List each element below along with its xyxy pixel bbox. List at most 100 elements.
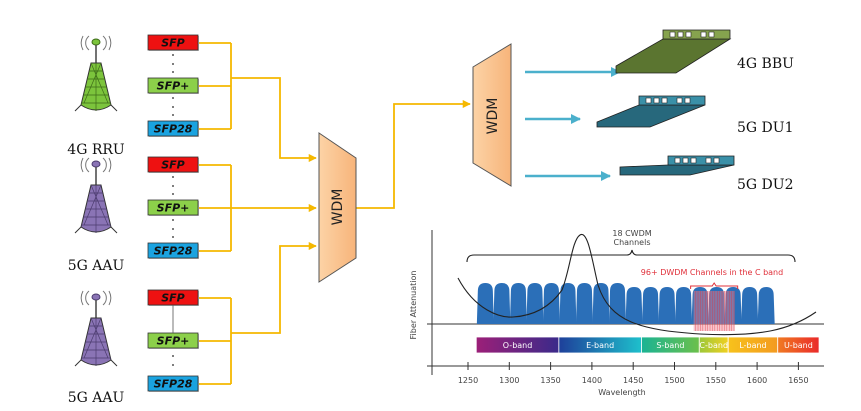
x-tick-label: 1400 xyxy=(582,376,602,385)
lattice-line xyxy=(83,184,102,226)
port-icon xyxy=(676,97,683,104)
port-icon xyxy=(685,31,692,38)
signal-wave-icon xyxy=(80,35,84,51)
baseband-units: 4G BBU 5G DU1 5G DU2 xyxy=(525,29,794,193)
sfp-label: SFP28 xyxy=(154,245,193,258)
sfp-label: SFP28 xyxy=(154,123,193,136)
dwdm-annotation: 96+ DWDM Channels in the C band xyxy=(641,268,783,277)
sfp-box xyxy=(147,120,199,137)
ellipsis-dot xyxy=(172,106,174,108)
wdm-mux-label: WDM xyxy=(330,189,346,226)
x-tick-label: 1550 xyxy=(706,376,726,385)
ellipsis-dot xyxy=(172,176,174,178)
wdm-demux-label: WDM xyxy=(485,98,501,135)
cwdm-channel xyxy=(757,287,775,324)
band-segment: C-band xyxy=(698,336,729,354)
baseband-unit[interactable]: 5G DU2 xyxy=(619,155,793,193)
x-tick-label: 1250 xyxy=(458,376,478,385)
tower-icon xyxy=(74,157,118,234)
fiber-links xyxy=(199,42,471,385)
signal-wave-icon xyxy=(108,290,112,306)
sfp-module[interactable]: SFP28 xyxy=(147,375,199,392)
sfp-label: SFP28 xyxy=(154,378,193,391)
tower-leg xyxy=(74,226,82,234)
cwdm-channel xyxy=(575,283,593,324)
cwdm-annotation-line: Channels xyxy=(613,238,650,247)
wdm-mux-shape xyxy=(318,132,357,283)
port-icon xyxy=(708,31,715,38)
radio-unit-group: 5G AAU SFP SFP+ SFP28 xyxy=(68,289,199,406)
ellipsis-dot xyxy=(172,54,174,56)
cwdm-channel xyxy=(476,283,494,324)
sfp-module[interactable]: SFP28 xyxy=(147,120,199,137)
baseband-unit-label: 5G DU2 xyxy=(737,177,793,193)
sfp-module[interactable]: SFP+ xyxy=(147,332,199,349)
sfp-box xyxy=(147,199,199,216)
cwdm-channel xyxy=(493,283,511,324)
tower-icon xyxy=(74,35,118,112)
port-icon xyxy=(677,31,684,38)
sfp-module[interactable]: SFP xyxy=(147,34,199,51)
wdm-demultiplexer[interactable]: WDM xyxy=(472,43,512,187)
cwdm-channel xyxy=(526,283,544,324)
sfp-module[interactable]: SFP+ xyxy=(147,77,199,94)
x-tick-label: 1600 xyxy=(747,376,767,385)
lattice-line xyxy=(83,317,102,359)
sfp-label: SFP xyxy=(161,159,185,172)
radio-unit-label: 5G AAU xyxy=(68,390,125,406)
band-label: E-band xyxy=(586,341,614,350)
port-icon xyxy=(674,157,681,164)
fiber-to-wdm xyxy=(231,77,317,163)
x-tick-label: 1350 xyxy=(540,376,560,385)
sfp-module[interactable]: SFP xyxy=(147,156,199,173)
sfp-module[interactable]: SFP+ xyxy=(147,199,199,216)
port-icon xyxy=(700,31,707,38)
port-icon xyxy=(705,157,712,164)
lattice-line xyxy=(90,62,109,104)
unit-body xyxy=(596,104,706,128)
signal-wave-icon xyxy=(108,35,112,51)
cwdm-channel xyxy=(724,287,742,324)
ellipsis-dot xyxy=(172,185,174,187)
cwdm-brace xyxy=(466,249,796,263)
antenna-tip xyxy=(91,160,101,168)
x-tick-label: 1300 xyxy=(499,376,519,385)
baseband-unit[interactable]: 4G BBU xyxy=(615,29,794,74)
cwdm-annotation-line: 18 CWDM xyxy=(612,229,651,238)
baseband-unit[interactable]: 5G DU1 xyxy=(596,95,793,136)
cwdm-channel xyxy=(675,287,693,324)
signal-wave-icon xyxy=(80,290,84,306)
ellipsis-dot xyxy=(172,97,174,99)
cwdm-channel xyxy=(609,283,627,324)
band-label: C-band xyxy=(699,341,728,350)
cwdm-channel xyxy=(625,287,643,324)
sfp-label: SFP+ xyxy=(157,335,190,348)
ellipsis-dot xyxy=(172,114,174,116)
wdm-multiplexer[interactable]: WDM xyxy=(318,132,357,283)
ellipsis-dot xyxy=(172,71,174,73)
signal-wave-icon xyxy=(85,290,90,306)
wdm-demux-shape xyxy=(472,43,512,187)
cwdm-channel xyxy=(741,287,759,324)
signal-wave-icon xyxy=(80,157,84,173)
sfp-module[interactable]: SFP28 xyxy=(147,242,199,259)
cwdm-channel xyxy=(509,283,527,324)
fiber-trunk xyxy=(356,99,471,209)
band-label: O-band xyxy=(503,341,533,350)
sfp-label: SFP xyxy=(161,37,185,50)
sfp-module[interactable]: SFP xyxy=(147,289,199,306)
cwdm-channel xyxy=(592,283,610,324)
band-segment: E-band xyxy=(558,336,642,354)
band-label: S-band xyxy=(656,341,684,350)
band-segment: U-band xyxy=(777,336,820,354)
x-tick-label: 1500 xyxy=(664,376,684,385)
port-icon xyxy=(645,97,652,104)
tower-leg xyxy=(74,104,82,112)
x-axis-label: Wavelength xyxy=(598,388,645,397)
sfp-box xyxy=(147,242,199,259)
y-axis-label: Fiber Attenuation xyxy=(409,271,418,340)
band-segment: L-band xyxy=(727,336,779,354)
